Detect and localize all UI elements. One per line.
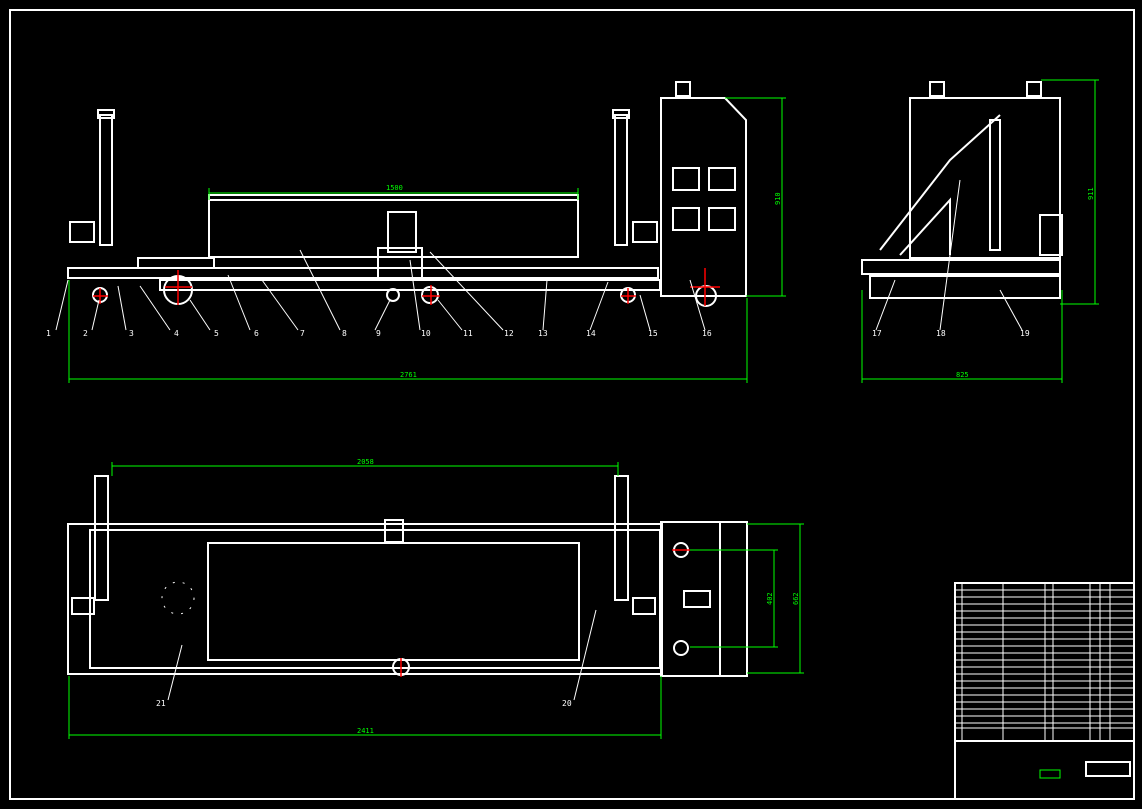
part-label: 16 — [702, 329, 712, 338]
dim-825: 825 — [956, 371, 969, 379]
part-label: 11 — [463, 329, 473, 338]
title-block — [954, 582, 1135, 800]
part-label: 3 — [129, 329, 134, 338]
part-label: 8 — [342, 329, 347, 338]
part-label: 14 — [586, 329, 596, 338]
part-label: 10 — [421, 329, 431, 338]
part-label: 15 — [648, 329, 658, 338]
part-label: 19 — [1020, 329, 1030, 338]
part-label: 21 — [156, 699, 166, 708]
part-label: 20 — [562, 699, 572, 708]
dim-911: 911 — [1087, 187, 1095, 200]
part-label: 13 — [538, 329, 548, 338]
part-label: 6 — [254, 329, 259, 338]
dim-402: 402 — [766, 592, 774, 605]
drawing-border — [9, 9, 1135, 800]
part-label: 1 — [46, 329, 51, 338]
dim-2761: 2761 — [400, 371, 417, 379]
front-part-labels: 1 2 3 4 5 6 7 8 9 10 11 12 13 14 15 16 — [46, 329, 712, 338]
plan-view: 21 20 — [67, 475, 748, 708]
part-label: 9 — [376, 329, 381, 338]
part-label: 17 — [872, 329, 882, 338]
part-label: 12 — [504, 329, 514, 338]
part-label: 4 — [174, 329, 179, 338]
front-view — [55, 81, 747, 331]
dim-1500: 1500 — [386, 184, 403, 192]
side-view: 17 18 19 — [861, 81, 1063, 338]
part-label: 2 — [83, 329, 88, 338]
part-label: 18 — [936, 329, 946, 338]
dim-2411: 2411 — [357, 727, 374, 735]
dimensions: 1500 2761 910 911 825 2058 2411 402 662 — [68, 79, 1099, 739]
part-label: 5 — [214, 329, 219, 338]
dim-910: 910 — [774, 192, 782, 205]
dim-2058: 2058 — [357, 458, 374, 466]
dim-662: 662 — [792, 592, 800, 605]
part-label: 7 — [300, 329, 305, 338]
